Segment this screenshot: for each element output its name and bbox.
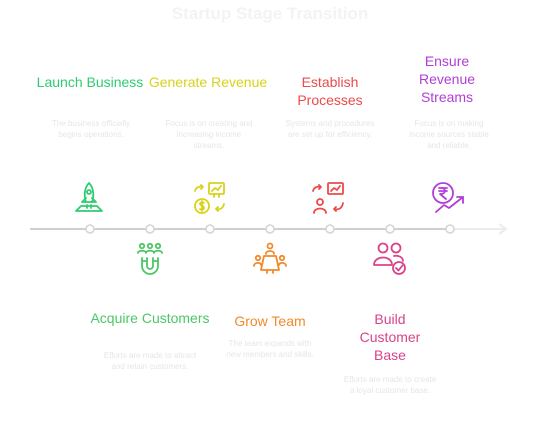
timeline-node-customer-base [385, 224, 395, 234]
stage-title-processes: Establish Processes [297, 74, 363, 108]
stage-title-launch: Launch Business [36, 74, 144, 90]
rocket-launch-icon [75, 182, 103, 212]
stage-title-acquire: Acquire Customers [90, 310, 210, 326]
stage-title-revenue: Generate Revenue [148, 74, 268, 90]
rupee-growth-arrow-icon [432, 182, 464, 213]
stage-desc-acquire: Efforts are made to attract and retain c… [103, 351, 197, 371]
timeline-node-team [265, 224, 275, 234]
stage-desc-team: The team expands with new members and sk… [226, 339, 314, 359]
timeline-node-revenue [205, 224, 215, 234]
magnet-people-icon [137, 242, 163, 275]
stage-title-streams: Ensure Revenue Streams [418, 53, 476, 105]
timeline-node-launch [85, 224, 95, 234]
process-chart-person-icon [312, 182, 344, 214]
timeline-node-processes [325, 224, 335, 234]
stage-title-team: Grow Team [234, 313, 306, 329]
users-check-icon [373, 242, 406, 275]
stage-desc-streams: Focus is on making income sources stable… [409, 119, 489, 150]
timeline-arrowhead [498, 223, 508, 235]
stage-desc-customer-base: Efforts are made to create a loyal custo… [343, 375, 437, 395]
diagram-title: Startup Stage Transition [171, 4, 369, 23]
timeline-node-acquire [145, 224, 155, 234]
stage-desc-revenue: Focus is on creating and increasing inco… [165, 119, 253, 150]
stage-title-customer-base: Build Customer Base [359, 311, 421, 363]
timeline-node-streams [445, 224, 455, 234]
stage-desc-processes: Systems and procedures are set up for ef… [285, 119, 375, 139]
revenue-chart-coin-icon [194, 182, 225, 214]
stage-desc-launch: The business officially begins operation… [51, 119, 131, 139]
team-meeting-icon [253, 242, 287, 274]
